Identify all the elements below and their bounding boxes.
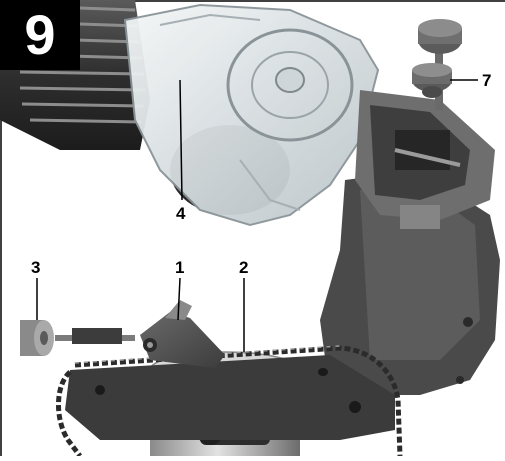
- adjustment-knob: [20, 320, 135, 356]
- disc-guard: [123, 3, 380, 227]
- callout-2: 2: [239, 258, 249, 277]
- chain-guide-plate: [65, 355, 395, 440]
- callout-4: 4: [176, 204, 186, 223]
- leader-line-4: [179, 79, 183, 201]
- chain-vice: [355, 90, 495, 229]
- figure-number-badge: 9: [0, 0, 80, 70]
- vice-knob: [412, 19, 462, 110]
- chain-stop-arm: [140, 300, 225, 368]
- callout-7: 7: [482, 71, 492, 90]
- leader-lines: [36, 79, 478, 352]
- leader-line-1: [177, 277, 181, 321]
- support-casting: [320, 170, 500, 395]
- callout-1: 1: [175, 258, 185, 277]
- saw-chain: [56, 345, 403, 458]
- callout-3: 3: [31, 258, 41, 277]
